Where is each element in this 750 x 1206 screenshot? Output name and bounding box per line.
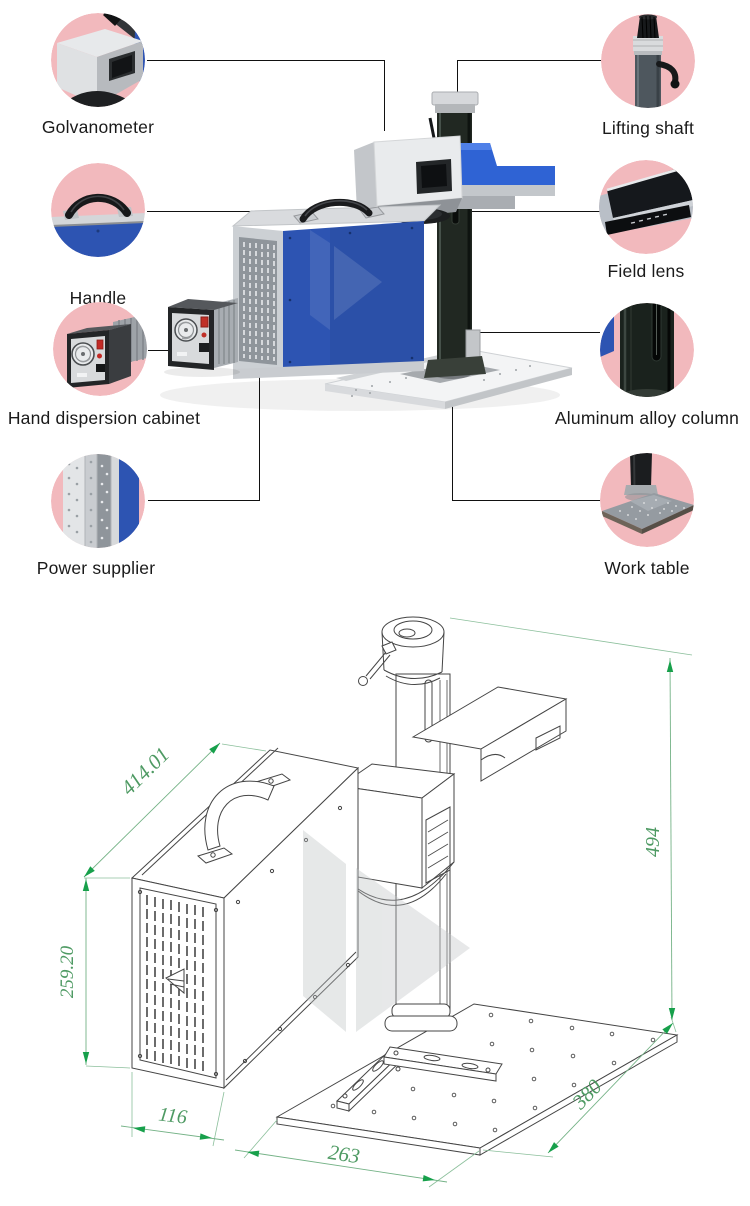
watermark	[303, 830, 470, 1032]
connector-hand-dispersion	[148, 350, 186, 351]
photo-arm	[450, 143, 555, 209]
connector-golvanometer-v	[384, 60, 385, 131]
dim-case-height: 259.20	[57, 945, 78, 998]
work-table-label: Work table	[604, 558, 690, 578]
connector-work-table-v	[452, 396, 453, 501]
photo-control-case	[231, 198, 442, 379]
power-supplier-label: Power supplier	[36, 558, 156, 578]
lifting-shaft-photo	[601, 14, 695, 108]
power-supplier-photo	[51, 454, 145, 548]
connector-aluminum-column	[475, 332, 600, 333]
drawing-column-head	[338, 616, 568, 1032]
connector-lifting-shaft	[457, 60, 601, 61]
connector-lifting-shaft-v	[457, 60, 458, 96]
dimension-drawing: 414.01 259.20 116 263 380 494	[57, 616, 693, 1188]
connector-power-supplier-v	[259, 368, 260, 501]
connector-field-lens	[425, 211, 600, 212]
connector-handle	[147, 211, 308, 212]
hand-dispersion-cabinet-photo	[53, 302, 147, 396]
dim-machine-height: 494	[642, 827, 664, 857]
golvanometer-label: Golvanometer	[41, 117, 155, 137]
dim-case-width: 116	[157, 1103, 188, 1128]
drawing-work-table	[275, 1003, 679, 1156]
golvanometer-photo	[51, 13, 145, 107]
hand-dispersion-cabinet-label: Hand dispersion cabinet	[7, 408, 201, 428]
photo-power-supply	[164, 298, 240, 377]
photo-column	[424, 91, 486, 378]
field-lens-photo	[599, 160, 693, 254]
drawing-control-case	[130, 747, 360, 1090]
connector-golvanometer	[147, 60, 385, 61]
handle-photo	[51, 163, 145, 257]
lifting-shaft-label: Lifting shaft	[601, 118, 695, 138]
aluminum-alloy-column-photo	[600, 303, 694, 397]
connector-work-table	[452, 500, 600, 501]
dim-table-depth: 263	[327, 1140, 362, 1168]
dim-case-length: 414.01	[116, 742, 174, 800]
connector-power-supplier	[148, 500, 260, 501]
aluminum-alloy-column-label: Aluminum alloy column	[554, 408, 740, 428]
field-lens-label: Field lens	[607, 261, 685, 281]
work-table-photo	[600, 453, 694, 547]
machine-photo	[160, 91, 573, 411]
handle-label: Handle	[69, 288, 127, 308]
